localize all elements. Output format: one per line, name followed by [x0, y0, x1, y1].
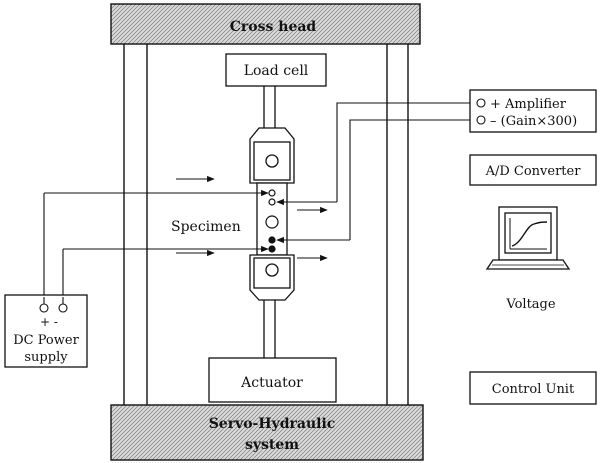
dc-power-supply-box: + - DC Power supply — [4, 294, 88, 368]
specimen-contacts — [265, 189, 279, 253]
lower-rod — [263, 300, 276, 358]
amplifier-box: + Amplifier – (Gain×300) — [469, 89, 597, 133]
dc-minus-terminal — [58, 303, 68, 313]
specimen-label: Specimen — [171, 219, 241, 235]
dc-plus-terminal — [39, 303, 49, 313]
upper-rod — [263, 86, 276, 128]
voltage-label: Voltage — [505, 297, 555, 312]
base-label-line1: Servo-Hydraulic — [209, 416, 336, 432]
dc-power-line2: supply — [24, 350, 68, 365]
amplifier-plus-terminal — [476, 98, 486, 108]
wire-arrows — [44, 175, 350, 262]
amplifier-line1: + Amplifier — [490, 97, 567, 112]
dc-terminal-signs: + - — [40, 315, 58, 329]
ad-converter-label: A/D Converter — [485, 164, 582, 179]
ad-converter-box: A/D Converter — [469, 154, 597, 186]
wiring — [43, 102, 478, 297]
specimen-assembly — [249, 127, 295, 301]
servo-hydraulic-base: Servo-Hydraulic system — [110, 404, 424, 461]
crosshead: Cross head — [110, 3, 421, 45]
actuator: Actuator — [208, 357, 337, 403]
frame-columns — [123, 44, 409, 405]
crosshead-label: Cross head — [230, 19, 317, 35]
dc-power-line1: DC Power — [13, 333, 79, 348]
load-cell-label: Load cell — [244, 63, 309, 79]
amplifier-minus-terminal — [476, 115, 486, 125]
control-unit-box: Control Unit — [469, 371, 597, 405]
control-unit-label: Control Unit — [492, 382, 575, 397]
actuator-label: Actuator — [240, 375, 303, 391]
load-cell: Load cell — [225, 53, 327, 87]
computer-monitor-icon — [485, 206, 571, 270]
amplifier-line2: – (Gain×300) — [490, 114, 577, 129]
base-label-line2: system — [245, 437, 299, 453]
